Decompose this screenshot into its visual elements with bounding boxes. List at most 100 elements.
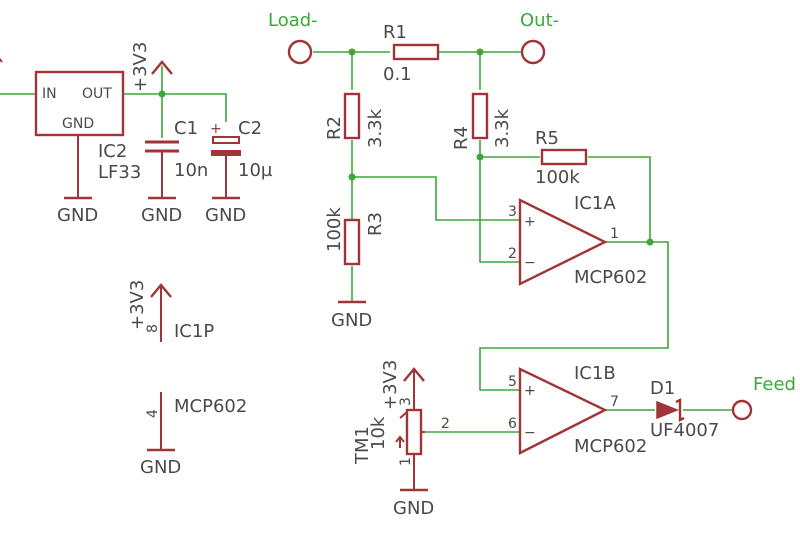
wire-r5-right <box>588 156 651 242</box>
capacitor-name: C1 <box>174 118 198 139</box>
port-circle <box>287 39 313 65</box>
wire-ic1a-out <box>479 241 669 391</box>
resistor-value: 3.3k <box>365 108 386 148</box>
opamp-sign-plus: + <box>524 383 536 399</box>
resistor-body <box>540 148 588 166</box>
opamp-triangle <box>518 367 608 455</box>
resistor-name: R5 <box>535 128 559 149</box>
opamp-name: IC1A <box>574 193 616 214</box>
ground-label: GND <box>393 498 434 519</box>
trimmer-name: TM1 <box>352 426 373 465</box>
capacitor-plate <box>212 136 240 144</box>
capacitor-c2[interactable]: + C2 10µ <box>210 118 273 198</box>
capacitor-value: 10µ <box>238 160 273 181</box>
junctions <box>158 48 654 246</box>
opamp-sign-minus: − <box>524 425 536 441</box>
capacitor-c1[interactable]: C1 10n <box>145 118 208 198</box>
regulator-pin-gnd: GND <box>62 116 94 132</box>
resistor-body <box>343 92 361 140</box>
opamp-value: MCP602 <box>574 436 647 457</box>
junction-dot <box>348 173 356 181</box>
port-label-load-minus: Load- <box>268 10 318 31</box>
opamp-pin-out: 7 <box>610 394 619 410</box>
diode-d1[interactable]: D1 UF4007 <box>650 378 719 441</box>
power-label-3v3: +3V3 <box>380 360 401 410</box>
trimmer-arrow-icon <box>395 435 405 448</box>
capacitor-name: C2 <box>238 118 262 139</box>
resistor-r3[interactable]: R3 100k GND <box>324 207 386 331</box>
trimmer-tm1[interactable]: +3V3 3 2 1 TM1 10k GND <box>352 360 450 519</box>
trimmer-pin-3: 3 <box>398 397 414 406</box>
voltage-regulator-ic2[interactable]: IN OUT GND IC2 LF33 <box>0 52 141 198</box>
resistor-value: 100k <box>324 207 345 252</box>
opamp-power-ic1p[interactable]: +3V3 8 IC1P MCP602 4 GND <box>127 280 247 478</box>
resistor-r2[interactable]: R2 3.3k <box>324 92 386 148</box>
resistor-value: 100k <box>535 167 580 188</box>
opamp-pin-inv: 6 <box>508 416 517 432</box>
opamp-sign-plus: + <box>524 214 536 230</box>
resistor-r1[interactable]: R1 0.1 <box>383 22 440 85</box>
regulator-pin-out: OUT <box>82 86 112 102</box>
ground-label: GND <box>331 310 372 331</box>
ground-c2[interactable]: GND <box>205 196 246 226</box>
resistor-name: R4 <box>451 126 472 150</box>
port-out-minus[interactable]: Out- <box>520 10 559 65</box>
regulator-pin-in: IN <box>42 86 57 102</box>
resistor-r5[interactable]: R5 100k <box>535 128 588 188</box>
trimmer-pin-1: 1 <box>398 457 414 466</box>
diode-triangle <box>656 400 680 420</box>
trimmer-value: 10k <box>368 416 389 450</box>
junction-dot <box>348 48 356 56</box>
resistor-body <box>392 43 440 61</box>
ic1p-pin-vdd: 8 <box>145 324 161 333</box>
port-label-feed: Feed <box>753 374 796 395</box>
opamp-name: IC1B <box>574 363 616 384</box>
resistor-name: R2 <box>324 116 345 140</box>
ground-c1[interactable]: GND <box>141 196 182 226</box>
resistor-body <box>471 92 489 140</box>
diode-name: D1 <box>650 378 675 399</box>
opamp-sign-minus: − <box>524 255 536 271</box>
opamp-ic1a[interactable]: + − 3 2 1 IC1A MCP602 <box>508 193 647 288</box>
wires <box>0 51 733 433</box>
port-label-out-minus: Out- <box>520 10 559 31</box>
resistor-name: R1 <box>383 22 407 43</box>
port-load-minus[interactable]: Load- <box>268 10 318 65</box>
trimmer-body <box>405 408 423 456</box>
ic1p-pin-vss: 4 <box>145 409 161 418</box>
ground-label: GND <box>141 205 182 226</box>
trimmer-pin-2: 2 <box>441 416 450 432</box>
opamp-pin-out: 1 <box>610 226 619 242</box>
ic1p-value: MCP602 <box>174 396 247 417</box>
capacitor-value: 10n <box>174 160 208 181</box>
opamp-ic1b[interactable]: + − 5 6 7 IC1B MCP602 <box>508 363 647 457</box>
resistor-name: R3 <box>365 212 386 236</box>
resistor-r4[interactable]: R4 3.3k <box>451 92 513 150</box>
capacitor-plate-filled <box>211 150 241 156</box>
cutoff-arrow-icon <box>0 57 3 63</box>
opamp-value: MCP602 <box>574 267 647 288</box>
junction-dot <box>476 153 484 161</box>
diode-cathode-bar <box>675 398 685 422</box>
junction-dot <box>158 90 166 98</box>
regulator-body <box>34 70 125 137</box>
power-3v3-regulator[interactable]: +3V3 <box>130 42 173 92</box>
port-feed[interactable]: Feed <box>731 374 796 421</box>
capacitor-polarity: + <box>210 121 222 137</box>
port-circle <box>731 399 753 421</box>
wire-r4-ic1a-inv <box>479 140 520 263</box>
opamp-pin-noninv: 5 <box>508 374 517 390</box>
resistor-body <box>343 218 361 266</box>
regulator-name: IC2 <box>98 141 127 162</box>
ground-label: GND <box>140 457 181 478</box>
diode-value: UF4007 <box>650 420 719 441</box>
junction-dot <box>476 48 484 56</box>
resistor-value: 0.1 <box>383 64 412 85</box>
opamp-pin-noninv: 3 <box>508 204 517 220</box>
trimmer-slash-icon <box>399 411 408 419</box>
ground-regulator[interactable]: GND <box>57 196 98 226</box>
ic1p-name: IC1P <box>174 321 214 342</box>
wire-regulator-out <box>123 93 227 122</box>
resistor-value: 3.3k <box>492 108 513 148</box>
